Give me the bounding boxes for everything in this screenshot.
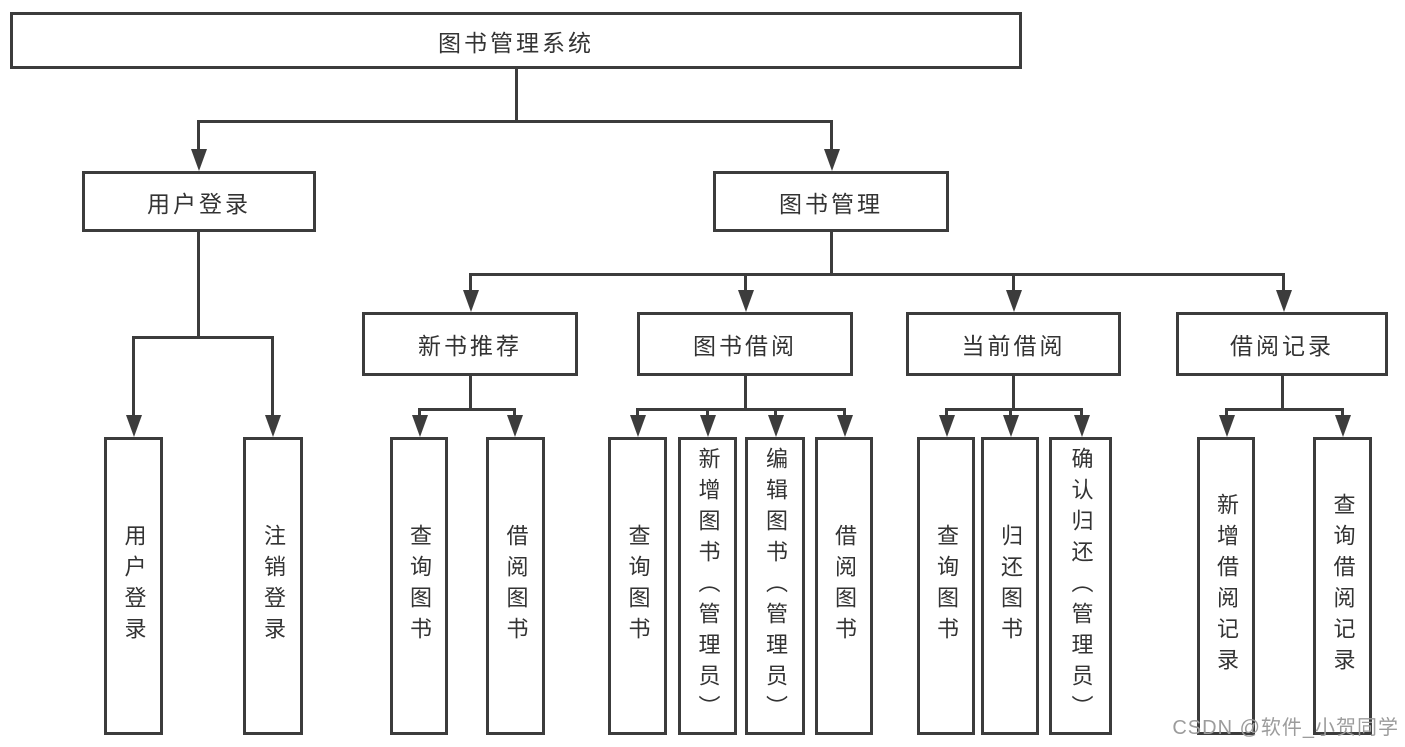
leaf-borrow-books-recommend-label: 借阅图书 bbox=[503, 524, 529, 648]
connector-current-borrow-stem bbox=[1012, 376, 1015, 408]
leaf-add-books-admin-label: 新增图书（管理员） bbox=[695, 446, 721, 726]
leaf-logout: 注销登录 bbox=[243, 437, 303, 735]
csdn-watermark: CSDN @软件_小贺同学 bbox=[1172, 717, 1399, 739]
node-new-book-recommend-label: 新书推荐 bbox=[418, 333, 522, 359]
leaf-borrow-books-recommend: 借阅图书 bbox=[486, 437, 545, 735]
leaf-add-books-admin: 新增图书（管理员） bbox=[678, 437, 737, 735]
arrowhead-leaf-confirm-return-admin bbox=[1074, 415, 1090, 437]
arrowhead-leaf-query-books-borrow bbox=[630, 415, 646, 437]
arrowhead-leaf-borrow-books-recommend bbox=[507, 415, 523, 437]
arrowhead-new-book-recommend bbox=[463, 290, 479, 312]
leaf-query-borrow-record-label: 查询借阅记录 bbox=[1330, 493, 1356, 679]
leaf-logout-label: 注销登录 bbox=[261, 524, 286, 648]
node-book-borrow: 图书借阅 bbox=[637, 312, 853, 376]
connector-to-leaf-query-books-borrow bbox=[636, 408, 639, 415]
arrowhead-leaf-query-books-recommend bbox=[412, 415, 428, 437]
arrowhead-leaf-add-books-admin bbox=[700, 415, 716, 437]
node-user-login-label: 用户登录 bbox=[147, 190, 251, 217]
arrowhead-leaf-query-borrow-record bbox=[1335, 415, 1351, 437]
arrowhead-book-management bbox=[824, 149, 840, 171]
node-root-label: 图书管理系统 bbox=[438, 29, 594, 56]
leaf-user-login-label: 用户登录 bbox=[121, 524, 147, 648]
leaf-user-login: 用户登录 bbox=[104, 437, 163, 735]
node-borrow-records-label: 借阅记录 bbox=[1230, 333, 1334, 359]
connector-to-borrow-records bbox=[1282, 273, 1285, 290]
arrowhead-borrow-records bbox=[1276, 290, 1292, 312]
leaf-query-books-recommend: 查询图书 bbox=[390, 437, 448, 735]
node-book-borrow-label: 图书借阅 bbox=[693, 333, 797, 359]
leaf-query-books-borrow: 查询图书 bbox=[608, 437, 667, 735]
connector-to-book-borrow bbox=[744, 273, 747, 290]
connector-user-login-stem bbox=[197, 232, 200, 336]
connector-to-leaf-query-borrow-record bbox=[1341, 408, 1344, 415]
arrowhead-book-borrow bbox=[738, 290, 754, 312]
node-current-borrow-label: 当前借阅 bbox=[961, 333, 1066, 359]
connector-borrow-records-stem bbox=[1281, 376, 1284, 408]
connector-to-current-borrow bbox=[1012, 273, 1015, 290]
leaf-edit-books-admin: 编辑图书（管理员） bbox=[745, 437, 805, 735]
connector-new-book-recommend-stem bbox=[469, 376, 472, 408]
connector-book-management-stem bbox=[830, 232, 833, 273]
connector-book-borrow-stem bbox=[744, 376, 747, 408]
node-root: 图书管理系统 bbox=[10, 12, 1022, 69]
connector-to-user-login bbox=[197, 120, 200, 151]
arrowhead-leaf-edit-books-admin bbox=[768, 415, 784, 437]
node-new-book-recommend: 新书推荐 bbox=[362, 312, 578, 376]
node-book-management-label: 图书管理 bbox=[779, 190, 883, 217]
connector-to-leaf-confirm-return-admin bbox=[1080, 408, 1083, 415]
leaf-edit-books-admin-label: 编辑图书（管理员） bbox=[763, 446, 788, 726]
leaf-confirm-return-admin-label: 确认归还（管理员） bbox=[1068, 446, 1094, 726]
arrowhead-leaf-query-books-current bbox=[939, 415, 955, 437]
connector-to-leaf-query-books-recommend bbox=[418, 408, 421, 415]
leaf-return-books: 归还图书 bbox=[981, 437, 1039, 735]
connector-root-split bbox=[197, 120, 833, 123]
leaf-query-books-borrow-label: 查询图书 bbox=[625, 524, 651, 648]
connector-to-leaf-edit-books-admin bbox=[774, 408, 777, 415]
connector-root-stem bbox=[515, 69, 518, 120]
leaf-add-borrow-record: 新增借阅记录 bbox=[1197, 437, 1255, 735]
connector-to-leaf-query-books-current bbox=[945, 408, 948, 415]
connector-current-borrow-split bbox=[945, 408, 1083, 411]
connector-user-login-split bbox=[132, 336, 274, 339]
arrowhead-leaf-borrow-books-borrow bbox=[837, 415, 853, 437]
leaf-borrow-books-borrow: 借阅图书 bbox=[815, 437, 873, 735]
connector-to-new-book-recommend bbox=[469, 273, 472, 290]
leaf-query-books-current-label: 查询图书 bbox=[934, 524, 959, 648]
connector-to-leaf-borrow-books-recommend bbox=[513, 408, 516, 415]
leaf-query-borrow-record: 查询借阅记录 bbox=[1313, 437, 1372, 735]
arrowhead-current-borrow bbox=[1006, 290, 1022, 312]
leaf-confirm-return-admin: 确认归还（管理员） bbox=[1049, 437, 1112, 735]
leaf-query-books-current: 查询图书 bbox=[917, 437, 975, 735]
connector-to-leaf-logout bbox=[271, 336, 274, 417]
leaf-query-books-recommend-label: 查询图书 bbox=[407, 524, 432, 648]
connector-book-borrow-split bbox=[636, 408, 846, 411]
node-user-login: 用户登录 bbox=[82, 171, 316, 232]
connector-to-leaf-borrow-books-borrow bbox=[843, 408, 846, 415]
connector-to-leaf-add-borrow-record bbox=[1225, 408, 1228, 415]
arrowhead-leaf-add-borrow-record bbox=[1219, 415, 1235, 437]
arrowhead-leaf-user-login bbox=[126, 415, 142, 437]
node-borrow-records: 借阅记录 bbox=[1176, 312, 1388, 376]
connector-to-leaf-user-login bbox=[132, 336, 135, 417]
leaf-borrow-books-borrow-label: 借阅图书 bbox=[832, 524, 857, 648]
node-book-management: 图书管理 bbox=[713, 171, 949, 232]
connector-borrow-records-split bbox=[1225, 408, 1344, 411]
arrowhead-leaf-return-books bbox=[1003, 415, 1019, 437]
leaf-return-books-label: 归还图书 bbox=[998, 524, 1023, 648]
node-current-borrow: 当前借阅 bbox=[906, 312, 1121, 376]
connector-book-management-split bbox=[469, 273, 1285, 276]
connector-to-leaf-return-books bbox=[1009, 408, 1012, 415]
connector-to-book-management bbox=[830, 120, 833, 151]
arrowhead-leaf-logout bbox=[265, 415, 281, 437]
connector-to-leaf-add-books-admin bbox=[706, 408, 709, 415]
leaf-add-borrow-record-label: 新增借阅记录 bbox=[1214, 493, 1239, 679]
arrowhead-user-login bbox=[191, 149, 207, 171]
connector-new-book-recommend-split bbox=[418, 408, 516, 411]
